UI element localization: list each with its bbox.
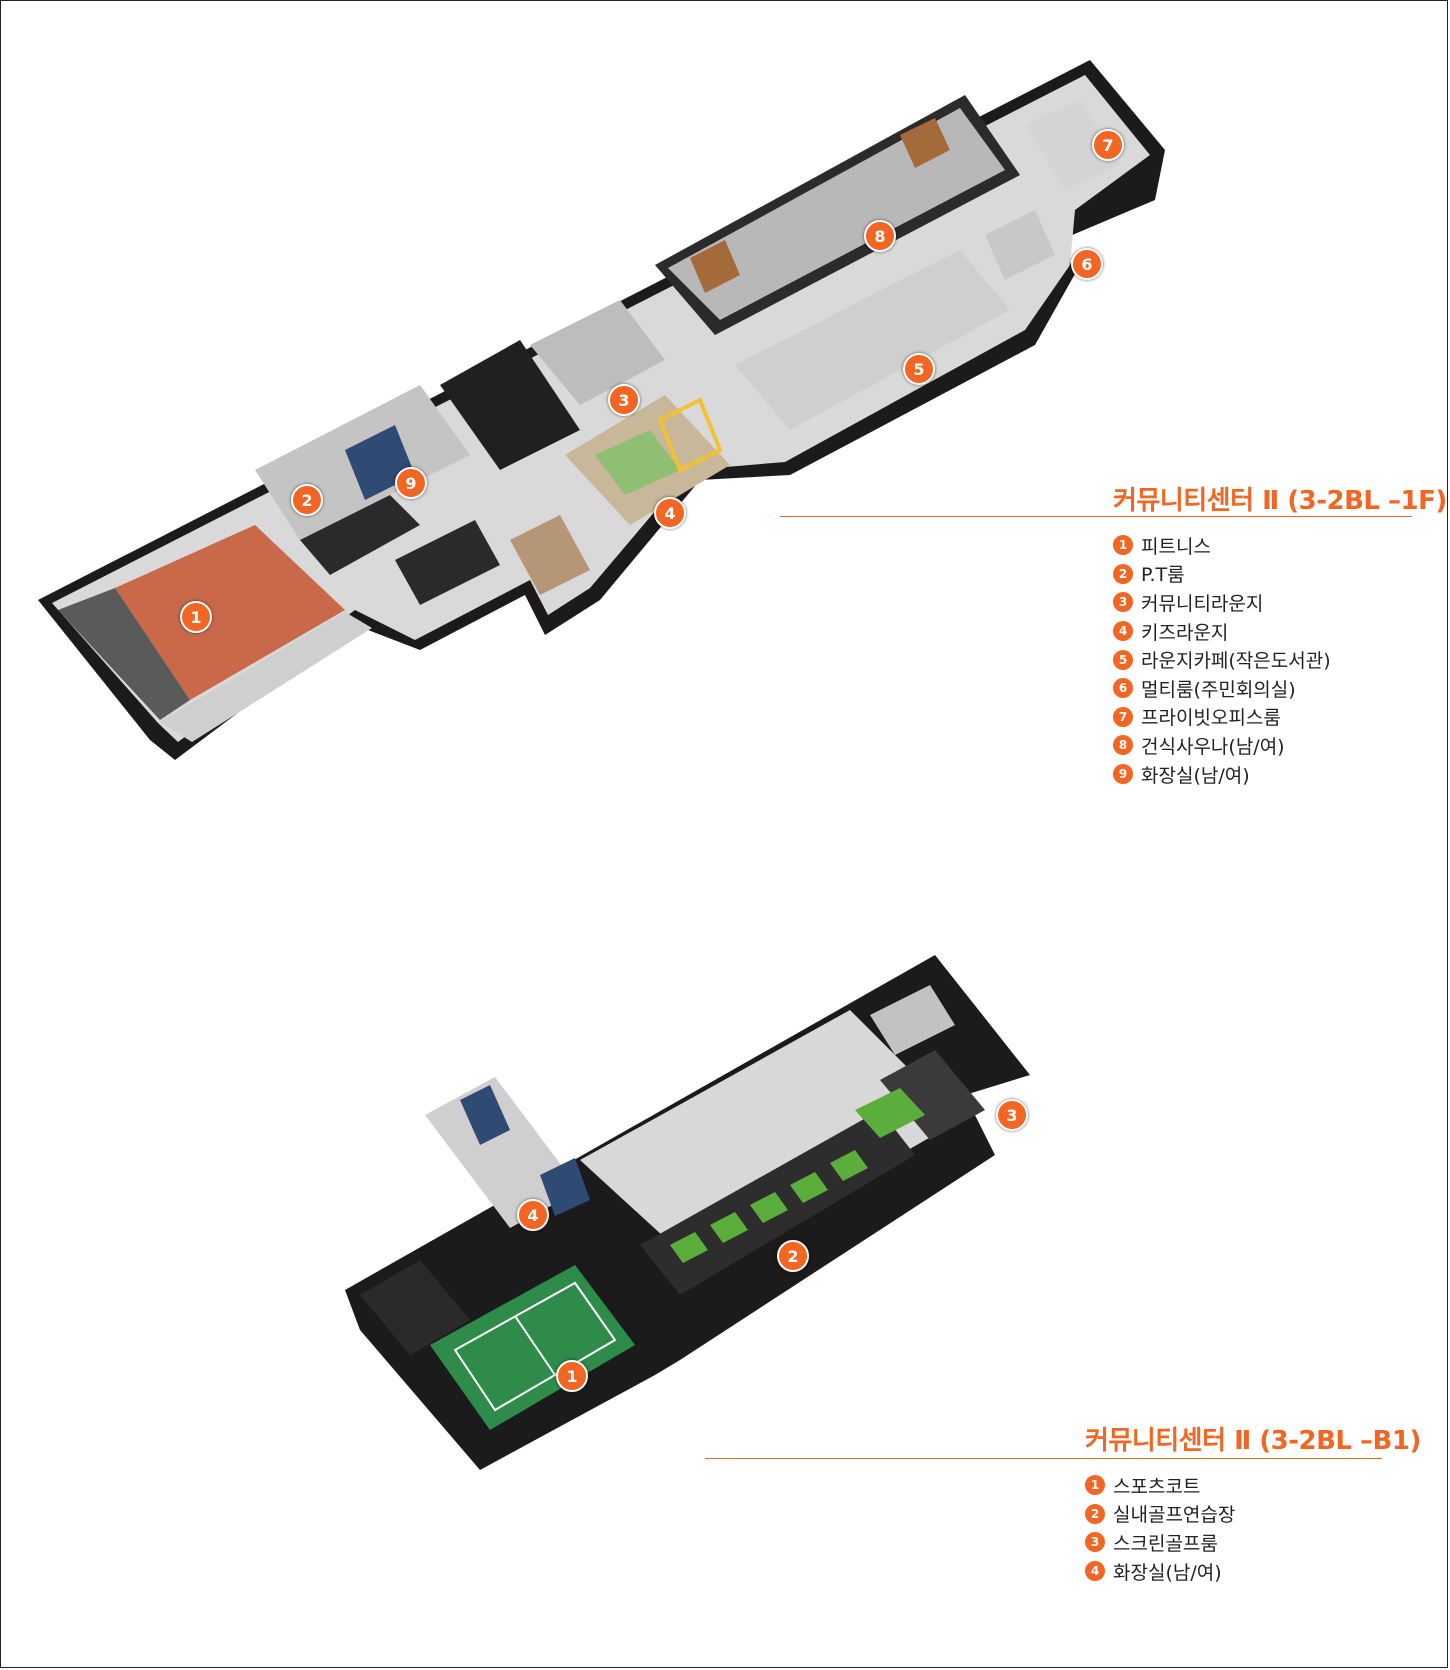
marker-1f-room-7[interactable]: 7 [1092, 129, 1124, 161]
legend-title-1f: 커뮤니티센터 Ⅱ (3-2BL –1F) [1113, 486, 1447, 516]
marker-1f-room-2[interactable]: 2 [291, 484, 323, 516]
marker-b1-room-1[interactable]: 1 [556, 1360, 588, 1392]
marker-1f-room-9[interactable]: 9 [395, 467, 427, 499]
marker-b1-room-3[interactable]: 3 [996, 1099, 1028, 1131]
marker-1f-room-3[interactable]: 3 [608, 384, 640, 416]
marker-b1-room-2[interactable]: 2 [777, 1240, 809, 1272]
leader-line-1f [780, 516, 1412, 517]
leader-line-b1 [705, 1458, 1382, 1459]
marker-1f-room-4[interactable]: 4 [654, 497, 686, 529]
plan-1f [38, 60, 1165, 760]
marker-1f-room-1[interactable]: 1 [180, 601, 212, 633]
legend-title-b1: 커뮤니티센터 Ⅱ (3-2BL –B1) [1085, 1426, 1421, 1456]
marker-1f-room-5[interactable]: 5 [903, 353, 935, 385]
marker-1f-room-6[interactable]: 6 [1071, 248, 1103, 280]
plan-b1 [345, 955, 1030, 1470]
marker-b1-room-4[interactable]: 4 [517, 1199, 549, 1231]
marker-1f-room-8[interactable]: 8 [864, 220, 896, 252]
